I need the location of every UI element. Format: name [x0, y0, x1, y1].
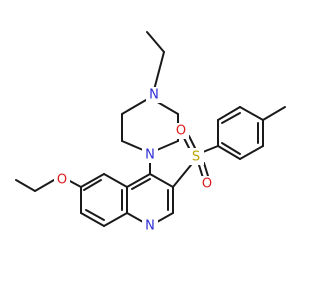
piperazine-ring	[121, 99, 179, 151]
atom-n-piperazine-bottom: N	[142, 147, 158, 163]
atom-n-piperazine-top: N	[146, 87, 162, 103]
ethyl-group-piperazine	[146, 31, 165, 91]
svg-text:N: N	[145, 219, 155, 234]
svg-text:O: O	[57, 173, 67, 188]
svg-text:O: O	[176, 124, 186, 139]
sulfonyl-group	[172, 135, 219, 188]
svg-text:S: S	[192, 150, 200, 165]
quinoline-benzo-ring	[80, 173, 128, 227]
quinoline-pyridine-ring	[126, 173, 174, 223]
tolyl-ring	[217, 106, 264, 160]
atom-s-sulfonyl: S	[188, 148, 204, 165]
structure-diagram: N N O S O O N	[15, 31, 286, 234]
svg-text:O: O	[202, 177, 212, 192]
tolyl-methyl	[262, 106, 286, 121]
ethoxy-group	[15, 179, 82, 192]
atom-o-sulfonyl-top: O	[173, 123, 189, 139]
svg-text:N: N	[149, 88, 159, 103]
svg-text:N: N	[145, 148, 155, 163]
atom-n-quinoline: N	[142, 218, 158, 234]
atom-o-ether: O	[54, 172, 70, 188]
atom-o-sulfonyl-bottom: O	[199, 176, 215, 192]
